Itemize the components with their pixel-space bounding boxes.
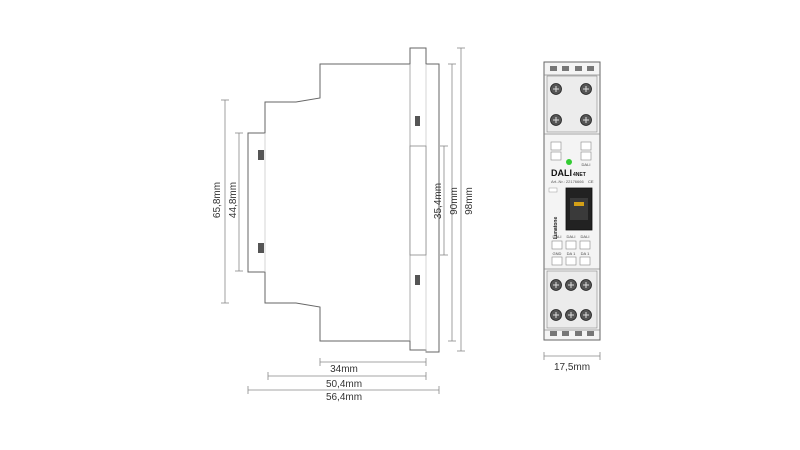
- dim-label-front-width: 17,5mm: [554, 362, 590, 373]
- bottom-port: [551, 240, 563, 250]
- bottom-label: DALI: [581, 234, 590, 239]
- screw-slot: [553, 86, 559, 92]
- dim-label-front-height: 35,4mm: [433, 183, 444, 219]
- bottom-label: DALI: [553, 234, 562, 239]
- upper-left-port: [550, 151, 562, 161]
- product-name: DALI: [551, 168, 572, 178]
- side-front-recess: [409, 145, 427, 256]
- top-tab: [562, 66, 569, 71]
- bottom-label: DA 1: [567, 251, 576, 256]
- dim-50-4: 50,4mm: [267, 372, 427, 390]
- dim-label-body-depth: 50,4mm: [326, 379, 362, 390]
- side-housing-outline: [247, 47, 440, 353]
- dim-44-8: 44,8mm: [228, 132, 243, 272]
- screw-slot: [553, 117, 559, 123]
- bottom-port: [579, 240, 591, 250]
- top-tab: [575, 66, 582, 71]
- top-tab: [587, 66, 594, 71]
- screw-slot: [553, 282, 589, 288]
- upper-right-port: [580, 141, 592, 151]
- network-port-contacts: [574, 202, 584, 206]
- bottom-tab: [562, 331, 569, 336]
- dim-label-body-height: 90mm: [449, 187, 460, 215]
- bottom-label: GND: [553, 251, 562, 256]
- dim-98: 98mm: [457, 47, 475, 352]
- bottom-label: DALI: [567, 234, 576, 239]
- dim-label-rail-outer: 65,8mm: [212, 182, 223, 218]
- screw-slot: [583, 117, 589, 123]
- dim-label-rail-inner: 44,8mm: [228, 182, 239, 218]
- right-port-label: DALI: [582, 162, 591, 167]
- bottom-label: DA 1: [581, 251, 590, 256]
- dim-label-front-depth: 34mm: [330, 364, 358, 375]
- bottom-port: [565, 240, 577, 250]
- small-badge: [548, 187, 558, 193]
- ce-mark: CE: [588, 179, 594, 184]
- dim-34: 34mm: [319, 358, 427, 375]
- bottom-tab: [550, 331, 557, 336]
- dim-label-total-height: 98mm: [464, 187, 475, 215]
- side-view: [247, 47, 440, 353]
- article-number: Art.-Nr.: 22176666: [551, 179, 584, 184]
- bottom-tab: [587, 331, 594, 336]
- bottom-port: [551, 256, 563, 266]
- bottom-port: [565, 256, 577, 266]
- front-view: DALI DALI 4NET Art.-Nr.: 22176666 CE Lun…: [543, 61, 601, 341]
- dim-17-5: 17,5mm: [543, 352, 601, 373]
- dim-90: 90mm: [448, 63, 460, 342]
- top-tab: [550, 66, 557, 71]
- rail-clip: [258, 150, 264, 160]
- screw-slot: [553, 312, 589, 318]
- dim-35-4: 35,4mm: [433, 145, 448, 256]
- front-clip: [415, 116, 420, 126]
- bottom-port: [579, 256, 591, 266]
- front-clip: [415, 275, 420, 285]
- upper-left-port: [550, 141, 562, 151]
- screw-slot: [583, 86, 589, 92]
- rail-clip: [258, 243, 264, 253]
- status-led-icon: [566, 159, 572, 165]
- upper-right-port: [580, 151, 592, 161]
- brand-logo-text: Lunatone: [553, 217, 559, 240]
- network-port-inner: [570, 198, 588, 220]
- product-suffix: 4NET: [573, 172, 586, 178]
- bottom-tab: [575, 331, 582, 336]
- dim-65-8: 65,8mm: [212, 99, 229, 304]
- dim-56-4: 56,4mm: [247, 386, 440, 403]
- dim-label-total-depth: 56,4mm: [326, 392, 362, 403]
